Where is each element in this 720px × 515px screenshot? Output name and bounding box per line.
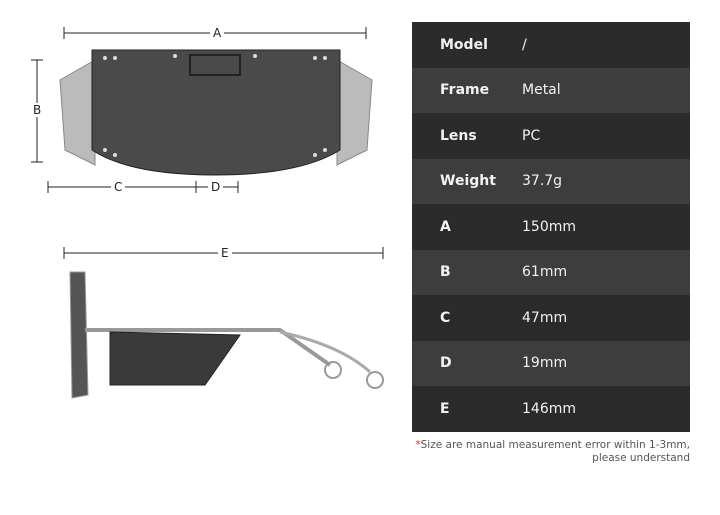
spec-table: Model / Frame Metal Lens PC Weight 37.7g A 15… <box>412 22 690 432</box>
dimension-label-e: E <box>218 246 232 260</box>
spec-value: 37.7g <box>522 173 563 190</box>
note-asterisk: * <box>415 439 421 451</box>
side-view <box>69 271 384 399</box>
dimension-label-c: C <box>111 180 126 194</box>
spec-value: Metal <box>522 82 561 99</box>
spec-row-weight: Weight 37.7g <box>412 158 690 204</box>
spec-row-lens: Lens PC <box>412 113 690 159</box>
spec-value: 150mm <box>522 218 576 235</box>
spec-label: Model <box>440 36 488 53</box>
spec-row-frame: Frame Metal <box>412 67 690 113</box>
dimension-label-a: A <box>210 26 225 40</box>
spec-row-b: B 61mm <box>412 249 690 295</box>
spec-label: D <box>440 355 452 372</box>
spec-row-model: Model / <box>412 22 690 68</box>
measurement-note: *Size are manual measurement error withi… <box>415 439 690 465</box>
spec-label: B <box>440 264 451 281</box>
spec-label: Weight <box>440 173 496 190</box>
spec-value: PC <box>522 127 541 144</box>
spec-value: / <box>522 36 527 53</box>
dimension-label-d: D <box>208 180 224 194</box>
spec-value: 61mm <box>522 264 568 281</box>
spec-label: E <box>440 400 450 417</box>
spec-row-d: D 19mm <box>412 340 690 386</box>
spec-label: Frame <box>440 82 490 99</box>
spec-label: Lens <box>440 127 477 144</box>
spec-value: 47mm <box>522 309 568 326</box>
spec-row-a: A 150mm <box>412 204 690 250</box>
spec-value: 146mm <box>522 400 576 417</box>
spec-row-c: C 47mm <box>412 295 690 341</box>
spec-label: A <box>440 218 451 235</box>
spec-row-e: E 146mm <box>412 386 690 432</box>
front-view <box>59 49 373 176</box>
spec-value: 19mm <box>522 355 568 372</box>
dimension-label-b: B <box>30 103 45 117</box>
spec-label: C <box>440 309 451 326</box>
note-line-1: Size are manual measurement error within… <box>420 439 690 451</box>
note-line-2: please understand <box>592 452 690 464</box>
